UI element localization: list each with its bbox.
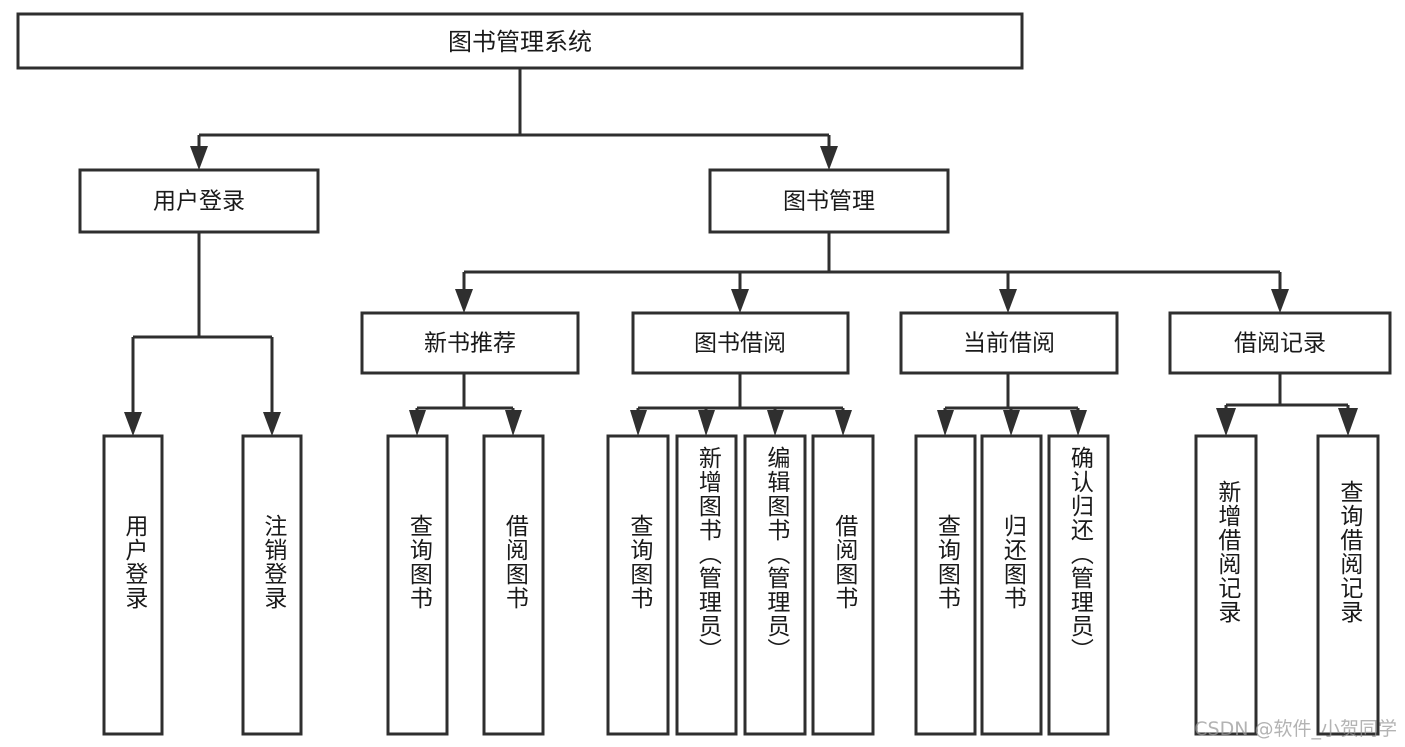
arrow-head-leaf-borrow-book	[835, 410, 852, 436]
node-borrow-record-label: 借阅记录	[1234, 331, 1326, 357]
leaf-query-book-rec-rect[interactable]	[386, 434, 449, 736]
node-current-borrow[interactable]: 当前借阅	[899, 311, 1119, 375]
node-book-borrow-label: 图书借阅	[694, 331, 786, 357]
arrow-head-leaf-add-borrow-record	[1216, 408, 1236, 436]
arrow-head-book-borrow	[731, 289, 749, 313]
arrow-head-current-borrow	[999, 289, 1017, 313]
node-book-manage[interactable]: 图书管理	[708, 168, 950, 234]
leaf-add-borrow-record-rect[interactable]	[1194, 434, 1258, 736]
node-root-rect[interactable]	[16, 12, 1024, 70]
node-book-borrow-rect[interactable]	[631, 311, 850, 375]
arrow-head-leaf-add-book-admin	[698, 410, 715, 436]
leaf-add-book-admin-rect[interactable]	[675, 434, 738, 736]
node-user-login-label: 用户登录	[153, 189, 245, 215]
node-borrow-record-rect[interactable]	[1168, 311, 1392, 375]
arrow-head-new-book-recommend	[455, 289, 473, 313]
node-book-manage-rect[interactable]	[708, 168, 950, 234]
leaf-query-borrow-record-rect[interactable]	[1316, 434, 1380, 736]
leaf-edit-book-admin-rect[interactable]	[743, 434, 807, 736]
arrow-head-leaf-query-book-rec	[409, 410, 426, 436]
leaf-rect-group	[102, 434, 1380, 736]
connector-group-book-manage	[455, 232, 1289, 313]
arrow-head-leaf-return-book	[1003, 410, 1020, 436]
connector-group-user-login	[124, 232, 281, 436]
leaf-confirm-return-admin-rect[interactable]	[1047, 434, 1110, 736]
arrow-head-leaf-edit-book-admin	[767, 410, 784, 436]
node-new-book-recommend-rect[interactable]	[360, 311, 580, 375]
arrow-head-leaf-confirm-return-admin	[1070, 410, 1087, 436]
node-borrow-record[interactable]: 借阅记录	[1168, 311, 1392, 375]
leaf-user-login-rect[interactable]	[102, 434, 164, 736]
arrow-head-leaf-user-logout	[263, 412, 281, 436]
arrow-head-leaf-query-book-borrow	[630, 410, 647, 436]
arrow-head-user-login	[190, 146, 208, 170]
connector-group-current-borrow	[937, 373, 1087, 436]
leaf-user-logout-rect[interactable]	[241, 434, 303, 736]
node-root-label: 图书管理系统	[448, 28, 592, 56]
connector-group-borrow-record	[1216, 373, 1358, 436]
node-new-book-recommend[interactable]: 新书推荐	[360, 311, 580, 375]
node-root[interactable]: 图书管理系统	[16, 12, 1024, 70]
node-current-borrow-rect[interactable]	[899, 311, 1119, 375]
arrow-head-leaf-borrow-book-rec	[505, 410, 522, 436]
arrow-head-book-manage	[820, 146, 838, 170]
arrow-head-leaf-query-borrow-record	[1338, 408, 1358, 436]
node-current-borrow-label: 当前借阅	[963, 331, 1055, 357]
arrow-head-borrow-record	[1271, 289, 1289, 313]
node-new-book-recommend-label: 新书推荐	[424, 331, 516, 357]
node-book-manage-label: 图书管理	[783, 189, 875, 215]
leaf-borrow-book-rect[interactable]	[811, 434, 875, 736]
leaf-return-book-rect[interactable]	[980, 434, 1043, 736]
leaf-query-book-current-rect[interactable]	[914, 434, 977, 736]
node-user-login[interactable]: 用户登录	[78, 168, 320, 234]
leaf-query-book-borrow-rect[interactable]	[606, 434, 670, 736]
connector-group-book-borrow	[630, 373, 852, 436]
leaf-borrow-book-rec-rect[interactable]	[482, 434, 545, 736]
arrow-head-leaf-user-login	[124, 412, 142, 436]
node-book-borrow[interactable]: 图书借阅	[631, 311, 850, 375]
node-user-login-rect[interactable]	[78, 168, 320, 234]
connector-group-new-book-recommend	[409, 373, 522, 436]
arrow-head-leaf-query-book-current	[937, 410, 954, 436]
connector-group-root	[190, 68, 838, 170]
